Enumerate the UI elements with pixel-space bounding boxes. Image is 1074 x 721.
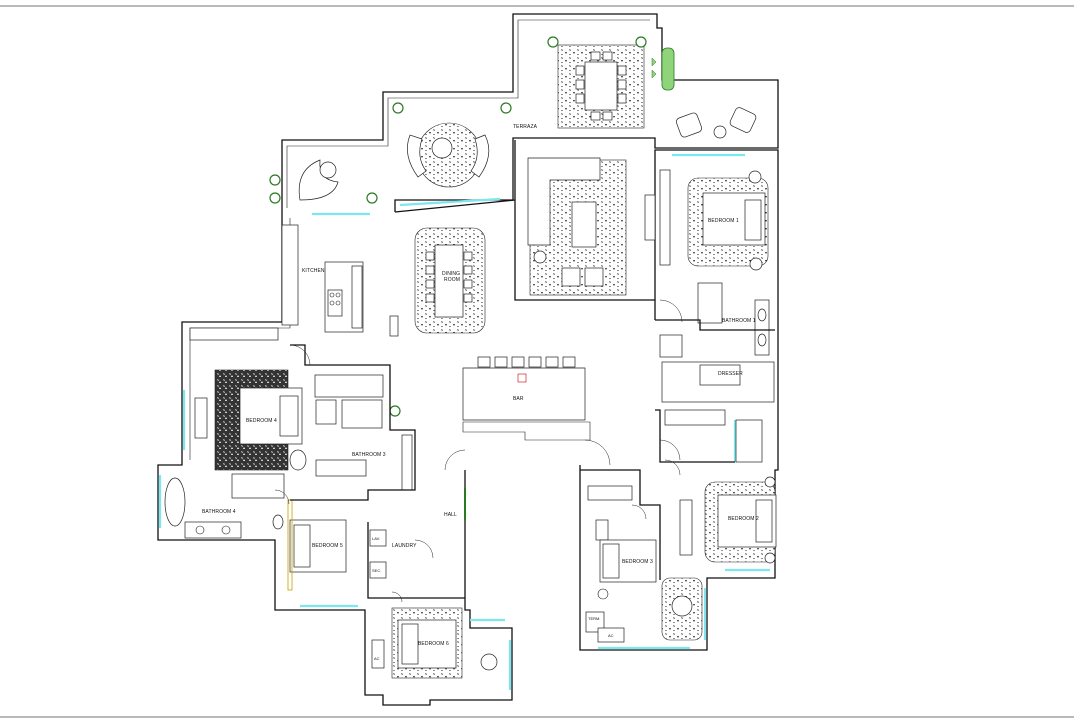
bedroom-4: BEDROOM 4 — [189, 327, 307, 471]
label-ac-bedroom-3: AC — [608, 633, 614, 638]
terrace: TERRAZA — [269, 13, 779, 417]
room-label-bedroom-6: BEDROOM 6 — [418, 641, 449, 647]
label-sec: SEC. — [372, 568, 381, 573]
kitchen: KITCHEN — [281, 224, 399, 337]
sectional-sofa — [527, 157, 601, 246]
terrace-side-table — [319, 161, 337, 179]
bathroom-4: BATHROOM 4 — [164, 473, 285, 539]
dining-table — [434, 244, 464, 318]
room-label-hall: HALL — [444, 512, 457, 518]
hedge-planter — [661, 47, 675, 91]
room-label-bedroom-1: BEDROOM 1 — [708, 218, 739, 224]
room-label-terraza: TERRAZA — [513, 124, 538, 130]
plant-icon — [547, 36, 559, 48]
terrace-curved-sofa-left — [407, 134, 427, 178]
plant-icon — [500, 102, 512, 114]
plant-icon — [269, 192, 281, 204]
bar-and-hall: BAR HALL — [444, 356, 591, 520]
terrace-curved-sofa-right — [470, 134, 490, 178]
terrace-lounge-chair-left — [676, 112, 702, 138]
bedroom-5: BEDROOM 5 — [287, 499, 347, 591]
room-label-bedroom-3: BEDROOM 3 — [622, 559, 653, 565]
label-term: TERM. — [588, 616, 600, 621]
kitchen-counter — [281, 224, 299, 326]
plant-icon — [366, 192, 378, 204]
terrace-lounge-chair-right — [729, 107, 757, 133]
bathroom-3: BATHROOM 3 — [314, 374, 413, 491]
plant-icon — [392, 102, 404, 114]
room-label-bar: BAR — [513, 396, 524, 402]
terrace-dining-chairs — [575, 51, 627, 121]
tv-console — [644, 194, 656, 241]
label-lav: LAV. — [372, 536, 380, 541]
plant-icon — [389, 405, 401, 417]
vanity — [754, 299, 770, 356]
room-label-dining-2: ROOM — [444, 277, 460, 283]
living-room — [527, 157, 671, 296]
bar-counter — [462, 367, 586, 421]
room-label-kitchen: KITCHEN — [302, 268, 325, 274]
bedroom-2: BEDROOM 2 — [679, 476, 777, 564]
dining-room: DINING ROOM — [414, 227, 486, 334]
label-ac-bedroom-6: AC — [374, 656, 380, 661]
cooktop — [327, 289, 343, 317]
armchair — [561, 267, 581, 287]
plant-icon — [635, 36, 647, 48]
shower — [697, 282, 723, 324]
plant-icon — [269, 174, 281, 186]
door-swings — [274, 299, 683, 603]
room-label-dresser: DRESSER — [718, 371, 743, 377]
terrace-round-table — [431, 137, 453, 159]
bedroom-3: BEDROOM 3 TERM. AC — [585, 485, 703, 643]
room-label-dining-1: DINING — [442, 271, 460, 277]
room-label-laundry: LAUNDRY — [392, 543, 417, 549]
room-label-bathroom-1: BATHROOM 1 — [722, 318, 756, 324]
terrace-coffee-table — [713, 125, 727, 139]
bedroom-6: AC BEDROOM 6 — [371, 607, 498, 679]
room-label-bedroom-5: BEDROOM 5 — [312, 543, 343, 549]
room-label-bathroom-3: BATHROOM 3 — [352, 452, 386, 458]
armchair — [584, 267, 604, 287]
interior-walls — [290, 300, 775, 599]
bathtub — [164, 477, 186, 527]
room-label-bathroom-4: BATHROOM 4 — [202, 509, 236, 515]
bedroom-1-suite: BEDROOM 1 BATHROOM 1 DRESSER — [659, 170, 775, 463]
terrace-dining-table — [584, 61, 618, 111]
laundry: LAV. SEC. LAUNDRY — [369, 529, 417, 579]
window-glazing — [158, 153, 770, 690]
room-label-bedroom-4: BEDROOM 4 — [246, 418, 277, 424]
room-label-bedroom-2: BEDROOM 2 — [728, 516, 759, 522]
coffee-table — [571, 201, 597, 248]
